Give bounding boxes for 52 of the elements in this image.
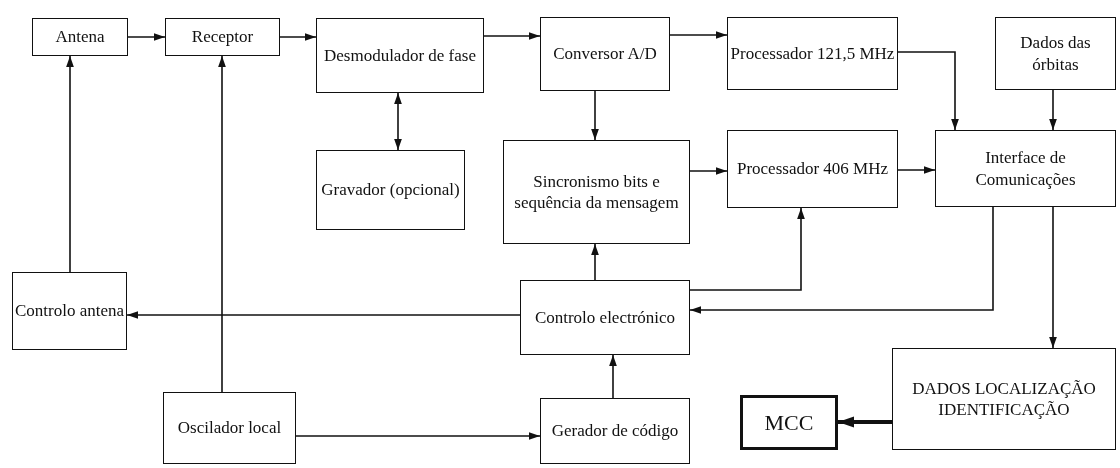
box-label: Gerador de código: [551, 420, 679, 442]
arrow: [1049, 206, 1057, 349]
box-label: Dados das órbitas: [1019, 32, 1092, 75]
box-label: Interface de Comunicações: [974, 147, 1077, 190]
process-box: [727, 17, 898, 90]
box-label: Controlo antena: [14, 300, 125, 322]
box-label: Gravador (opcional): [321, 179, 460, 201]
arrow: [483, 32, 541, 40]
arrow: [838, 416, 892, 428]
process-box: [32, 18, 128, 56]
box-label: Controlo electrónico: [534, 306, 676, 329]
box-label: Oscilador local: [177, 417, 282, 439]
arrow: [1049, 89, 1057, 131]
arrow: [897, 51, 959, 131]
arrow: [126, 311, 521, 319]
box-label: Desmodulador de fase: [324, 44, 476, 67]
arrow: [66, 55, 74, 273]
box-label: Receptor: [191, 26, 254, 48]
arrow: [689, 207, 805, 291]
process-box: [520, 280, 690, 355]
box-label: Processador 121,5 MHz: [730, 42, 895, 65]
process-box: [727, 130, 898, 208]
box-label: Sincronismo bits e sequência da mensagem: [513, 170, 680, 214]
arrow: [591, 90, 599, 141]
process-box: [540, 398, 690, 464]
arrow: [609, 354, 617, 399]
process-box: [892, 348, 1116, 450]
arrow: [897, 166, 936, 174]
arrow: [394, 92, 402, 151]
box-label: Antena: [55, 26, 105, 48]
arrow: [279, 33, 317, 41]
box-label: Processador 406 MHz: [736, 158, 889, 180]
process-box: [995, 17, 1116, 90]
process-box: [935, 130, 1116, 207]
box-label: Conversor A/D: [553, 43, 657, 65]
process-box: [540, 17, 670, 91]
process-box: [740, 395, 838, 450]
process-box: [316, 150, 465, 230]
box-label: DADOS LOCALIZAÇÃO IDENTIFICAÇÃO: [911, 377, 1097, 421]
arrow: [689, 167, 728, 175]
process-box: [316, 18, 484, 93]
arrow: [591, 243, 599, 281]
process-box: [165, 18, 280, 56]
arrow: [295, 432, 541, 440]
arrow: [127, 33, 166, 41]
process-box: [503, 140, 690, 244]
arrow: [218, 55, 226, 393]
box-label: MCC: [764, 408, 814, 437]
process-box: [163, 392, 296, 464]
arrow: [669, 31, 728, 39]
process-box: [12, 272, 127, 350]
arrow: [689, 206, 994, 314]
